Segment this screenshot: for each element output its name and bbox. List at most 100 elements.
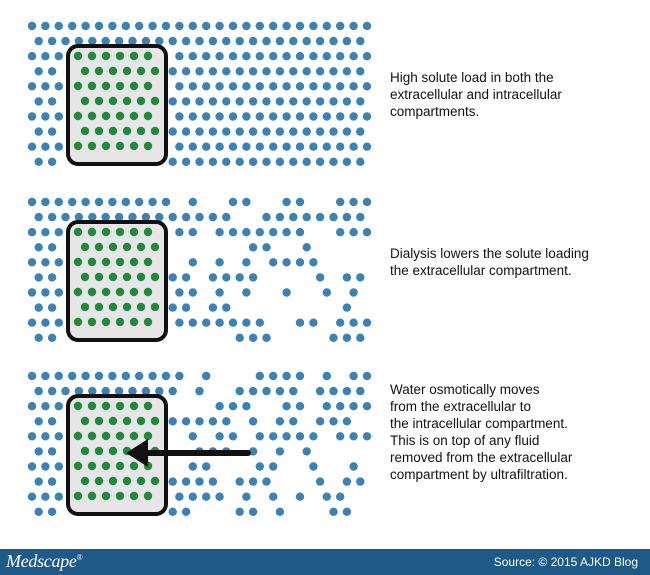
extracellular-solute-dot (54, 197, 63, 207)
extracellular-solute-dot (356, 97, 365, 106)
intracellular-solute-dot (115, 431, 125, 441)
intracellular-solute-dot (122, 302, 132, 312)
extracellular-solute-dot (34, 212, 43, 222)
intracellular-solute-dot (143, 227, 153, 237)
extracellular-solute-dot (34, 303, 43, 312)
intracellular-solute-dot (143, 287, 153, 297)
extracellular-solute-dot (275, 386, 285, 396)
extracellular-solute-dot (94, 21, 104, 31)
extracellular-solute-dot (228, 402, 238, 411)
extracellular-solute-dot (262, 386, 271, 396)
extracellular-solute-dot (27, 258, 37, 267)
extracellular-solute-dot (27, 21, 37, 31)
extracellular-solute-dot (248, 127, 258, 136)
caption-water-movement: Water osmotically moves from the extrace… (390, 382, 573, 482)
intracellular-solute-dot (73, 287, 83, 297)
extracellular-solute-dot (215, 288, 224, 297)
extracellular-solute-dot (362, 432, 372, 441)
extracellular-solute-dot (289, 386, 298, 396)
extracellular-solute-dot (181, 67, 191, 76)
extracellular-solute-dot (356, 212, 365, 222)
extracellular-solute-dot (289, 97, 298, 106)
extracellular-solute-dot (282, 52, 291, 61)
intracellular-solute-dot (129, 461, 139, 471)
extracellular-solute-dot (54, 432, 63, 441)
extracellular-solute-dot (94, 371, 104, 381)
extracellular-solute-dot (175, 52, 184, 61)
extracellular-solute-dot (322, 82, 331, 91)
extracellular-solute-dot (262, 477, 271, 486)
intracellular-solute-dot (94, 242, 104, 252)
registered-mark: ® (76, 553, 83, 562)
extracellular-solute-dot (215, 112, 224, 121)
extracellular-solute-dot (188, 52, 197, 61)
extracellular-solute-dot (188, 21, 197, 31)
extracellular-solute-dot (275, 67, 285, 76)
extracellular-solute-dot (242, 318, 251, 327)
extracellular-solute-dot (222, 303, 231, 312)
intracellular-solute-dot (73, 111, 83, 121)
extracellular-solute-dot (54, 21, 63, 31)
extracellular-solute-dot (349, 82, 358, 91)
extracellular-solute-dot (282, 371, 291, 381)
extracellular-solute-dot (148, 371, 157, 381)
extracellular-solute-dot (329, 212, 338, 222)
extracellular-solute-dot (141, 36, 151, 46)
intracellular-solute-dot (136, 242, 146, 252)
extracellular-solute-dot (41, 371, 50, 381)
intracellular-solute-dot (87, 461, 97, 471)
extracellular-solute-dot (255, 432, 264, 441)
intracellular-solute-dot (80, 302, 90, 312)
extracellular-solute-dot (342, 212, 352, 222)
extracellular-solute-dot (255, 318, 264, 327)
intracellular-solute-dot (108, 96, 118, 106)
extracellular-solute-dot (349, 52, 358, 61)
extracellular-solute-dot (248, 333, 258, 342)
extracellular-solute-dot (309, 82, 318, 91)
extracellular-solute-dot (54, 371, 63, 381)
extracellular-solute-dot (135, 21, 144, 31)
extracellular-solute-dot (336, 21, 345, 31)
extracellular-solute-dot (322, 371, 331, 381)
extracellular-solute-dot (235, 273, 244, 282)
intracellular-solute-dot (87, 257, 97, 267)
intracellular-solute-dot (73, 257, 83, 267)
extracellular-solute-dot (27, 318, 37, 327)
intracellular-solute-dot (122, 126, 132, 136)
extracellular-solute-dot (188, 462, 197, 471)
extracellular-solute-dot (302, 36, 311, 46)
caption-high-solute: High solute load in both the extracellul… (390, 70, 562, 119)
extracellular-solute-dot (208, 477, 218, 486)
extracellular-solute-dot (349, 371, 358, 381)
intracellular-solute-dot (150, 66, 160, 76)
extracellular-solute-dot (114, 36, 124, 46)
intracellular-solute-dot (115, 287, 125, 297)
intracellular-solute-dot (80, 126, 90, 136)
water-flow-arrow-head (126, 439, 148, 467)
extracellular-solute-dot (336, 142, 345, 151)
extracellular-solute-dot (181, 303, 191, 312)
intracellular-solute-dot (129, 257, 139, 267)
extracellular-solute-dot (41, 462, 50, 471)
extracellular-solute-dot (242, 142, 251, 151)
intracellular-solute-dot (101, 287, 111, 297)
extracellular-solute-dot (175, 318, 184, 327)
extracellular-solute-dot (235, 36, 244, 46)
extracellular-solute-dot (175, 492, 184, 501)
intracellular-solute-dot (143, 81, 153, 91)
extracellular-solute-dot (202, 52, 211, 61)
extracellular-solute-dot (342, 67, 352, 76)
intracellular-solute-dot (143, 257, 153, 267)
extracellular-solute-dot (74, 212, 84, 222)
extracellular-solute-dot (208, 417, 218, 426)
extracellular-solute-dot (195, 97, 204, 106)
intracellular-solute-dot (101, 491, 111, 501)
intracellular-solute-dot (115, 317, 125, 327)
extracellular-solute-dot (342, 333, 352, 342)
intracellular-solute-dot (101, 431, 111, 441)
intracellular-solute-dot (94, 302, 104, 312)
intracellular-solute-dot (94, 66, 104, 76)
extracellular-solute-dot (47, 447, 57, 456)
extracellular-solute-dot (68, 21, 77, 31)
